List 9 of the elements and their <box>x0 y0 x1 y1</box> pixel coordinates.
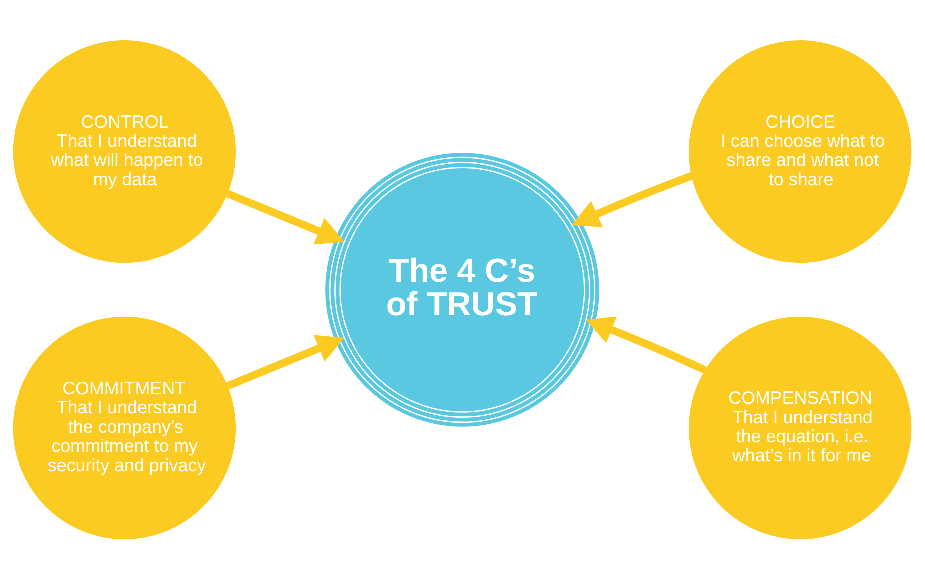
node-circle: The 4 C’s of TRUST <box>326 152 600 426</box>
node-circle: CHOICE I can choose what to share and what not to share <box>689 40 912 263</box>
arrow <box>586 316 707 374</box>
arrow <box>572 172 694 227</box>
arrow <box>226 334 345 390</box>
arrow <box>226 190 345 244</box>
node-circle: COMMITMENT That I understand the company’s commitment to my security and privacy <box>13 316 236 540</box>
node-circle: COMPENSATION That I understand the equation, i.e. what’s in it for me <box>689 316 912 540</box>
node-circle: CONTROL That I understand what will happen to my data <box>13 40 236 263</box>
